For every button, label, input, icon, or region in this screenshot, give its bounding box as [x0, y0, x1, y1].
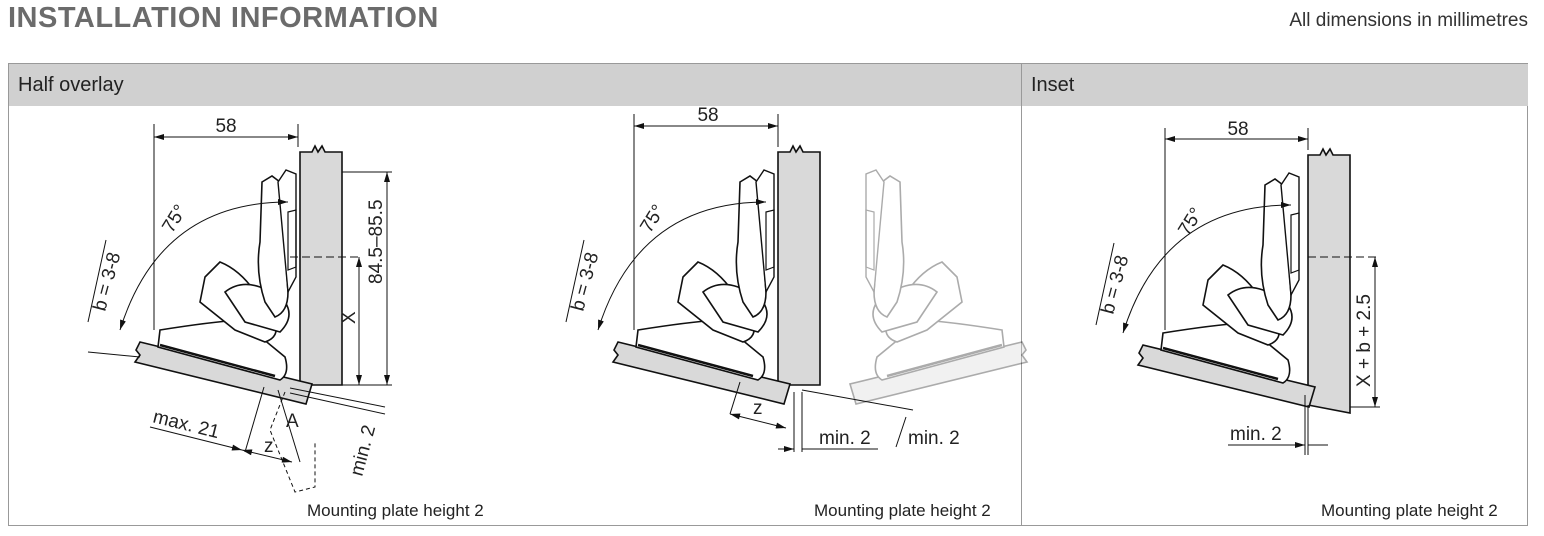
width-dimension: 58	[215, 116, 236, 137]
b-label: b = 3-8	[568, 250, 604, 313]
header-half-overlay: Half overlay	[9, 64, 1021, 106]
height-dimension: 84.5–85.5	[366, 199, 387, 284]
z-label: z	[753, 398, 763, 419]
diagram-inset: 58 75° b = 3-8 X + b + 2.5 min. 2	[1095, 119, 1380, 455]
cabinet-side-panel	[299, 145, 343, 386]
units-note: All dimensions in millimetres	[1289, 10, 1528, 31]
caption-diagram-1: Mounting plate height 2	[307, 501, 484, 520]
a-label: A	[286, 411, 299, 432]
width-dimension: 58	[697, 105, 718, 126]
cabinet-side-panel	[777, 145, 821, 386]
min-label: min. 2	[1230, 424, 1282, 445]
caption-diagram-2: Mounting plate height 2	[814, 501, 991, 520]
max-label: max. 21	[151, 406, 222, 443]
min-right-label: min. 2	[908, 428, 960, 449]
section-divider	[1021, 64, 1022, 525]
hinge-drawing	[634, 168, 776, 382]
cabinet-side-panel	[1307, 147, 1351, 414]
page-title: INSTALLATION INFORMATION	[8, 2, 439, 34]
height-dimension: X + b + 2.5	[1354, 294, 1375, 387]
header-inset: Inset	[1022, 64, 1528, 106]
caption-diagram-3: Mounting plate height 2	[1321, 501, 1498, 520]
x-label: X	[339, 311, 360, 324]
hinge-drawing	[1159, 171, 1301, 385]
b-label: b = 3-8	[1098, 253, 1134, 316]
diagram-half-overlay-2: 58 75° b = 3-8 z min. 2 min. 2	[565, 105, 1028, 452]
min-label: min. 2	[347, 423, 381, 478]
width-dimension: 58	[1227, 119, 1248, 140]
installation-table: Half overlay Inset Mounting plate height…	[8, 63, 1528, 526]
z-label: z	[264, 436, 274, 457]
ghost-opposite-door	[849, 168, 1028, 405]
hinge-drawing	[156, 168, 298, 382]
min-left-label: min. 2	[819, 428, 871, 449]
angle-arc	[119, 199, 289, 331]
angle-label: 75°	[1174, 204, 1207, 239]
diagram-half-overlay-1: 58 75° b = 3-8 84.5–85.5 X max. 21 z A m…	[87, 116, 392, 493]
b-label: b = 3-8	[90, 250, 126, 313]
